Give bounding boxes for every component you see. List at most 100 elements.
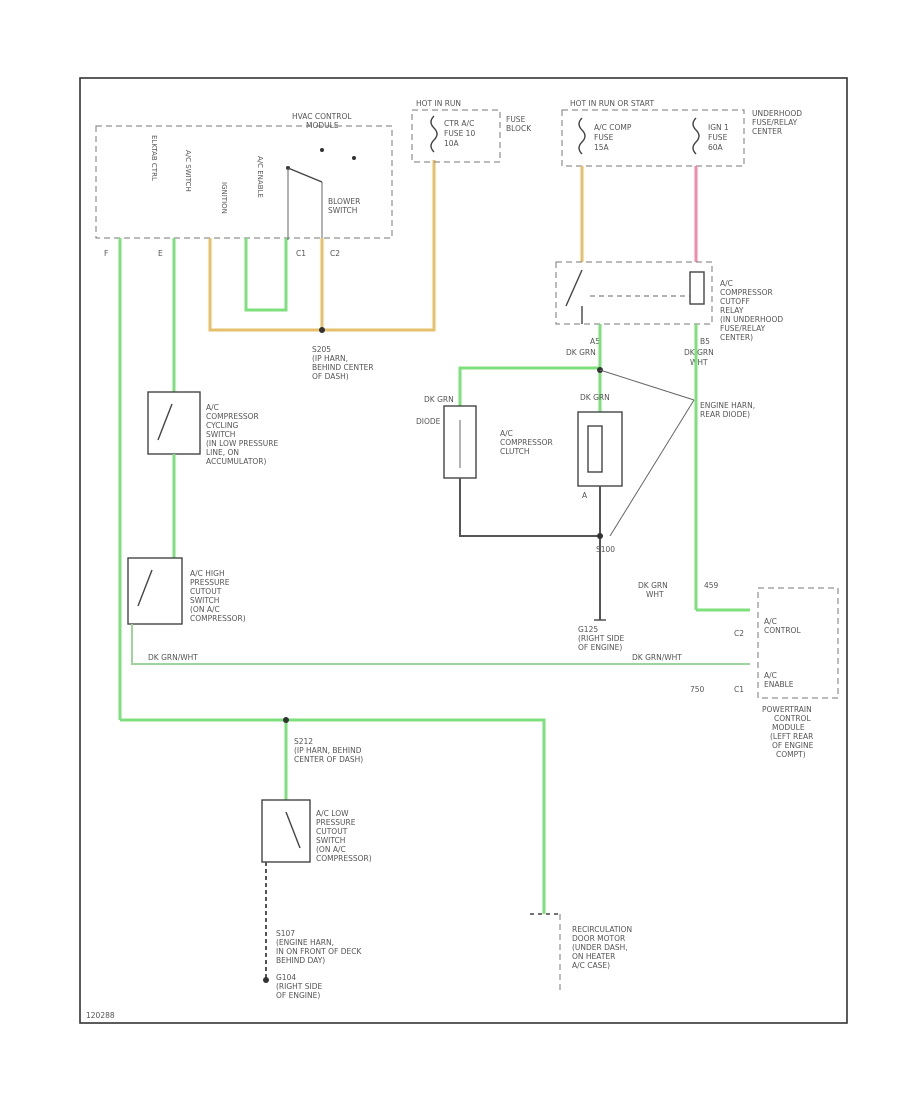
relay-label-4: RELAY <box>720 306 744 315</box>
fuse-a-symbol <box>430 115 438 153</box>
leader-s100 <box>609 399 695 537</box>
low-label-1: A/C LOW <box>316 809 349 818</box>
fuse-a-label-3: 10A <box>444 139 460 148</box>
wire-relay-to-diode <box>458 324 602 406</box>
clutch-body <box>577 411 623 487</box>
recirc-label-1: RECIRCULATION <box>572 925 632 934</box>
low-label-2: PRESSURE <box>316 818 356 827</box>
clutch-label-3: CLUTCH <box>500 447 530 456</box>
pcm-label-6: COMPT) <box>776 750 806 759</box>
high-label-3: CUTOUT <box>190 587 222 596</box>
splice-s100-label: S100 <box>596 545 615 554</box>
g104-label-3: OF ENGINE) <box>276 991 320 1000</box>
wire-high-to-pcm <box>131 624 750 665</box>
fuse-c-label-2: FUSE <box>708 133 728 142</box>
splice-s212-label-3: CENTER OF DASH) <box>294 755 363 764</box>
high-label-6: COMPRESSOR) <box>190 614 246 623</box>
relay-pin-a5: A5 <box>590 337 600 346</box>
diagram-frame <box>79 77 848 1024</box>
cycling-label-4: SWITCH <box>206 430 235 439</box>
relay-label-2: COMPRESSOR <box>720 288 773 297</box>
underhood-label-3: CENTER <box>752 127 782 136</box>
pcm-pin-label-2: CONTROL <box>764 626 801 635</box>
fuse-c-symbol <box>692 117 700 155</box>
relay-label-6: FUSE/RELAY <box>720 324 766 333</box>
clutch-pin-a: A <box>582 491 588 500</box>
wire-459-label: 459 <box>704 581 719 590</box>
splice-s205-label-2: (IP HARN, <box>312 354 348 363</box>
splice-s205-label-3: BEHIND CENTER <box>312 363 374 372</box>
fuse-b-symbol <box>578 117 586 155</box>
wire-bot-right-label: DK GRN/WHT <box>632 653 682 662</box>
cycling-label-5: (IN LOW PRESSURE <box>206 439 278 448</box>
recirc-label-3: (UNDER DASH, <box>572 943 628 952</box>
splice-s100-dot <box>597 533 603 539</box>
relay-label-7: CENTER) <box>720 333 753 342</box>
high-label-4: SWITCH <box>190 596 219 605</box>
cycling-switch-contact <box>157 403 173 441</box>
g104-label-2: (RIGHT SIDE <box>276 982 323 991</box>
pcm-pin-label-4: ENABLE <box>764 680 794 689</box>
pcm-label-2: CONTROL <box>774 714 811 723</box>
blower-switch-label-1: BLOWER <box>328 197 360 206</box>
wire-dkgrn-label-2: WHT <box>646 590 664 599</box>
cycling-label-6: LINE, ON <box>206 448 239 457</box>
pcm-750-label: 750 <box>690 685 705 694</box>
hvac-pin-id-c2: C2 <box>330 249 340 258</box>
pcm-pin-label-3: A/C <box>764 671 777 680</box>
fuse-c-label-1: IGN 1 <box>708 123 729 132</box>
hvac-module-label-1: HVAC CONTROL <box>292 112 352 121</box>
relay-label-3: CUTOFF <box>720 297 750 306</box>
low-label-6: COMPRESSOR) <box>316 854 372 863</box>
cycling-switch-box <box>147 391 201 455</box>
splice-s107-dot <box>263 977 269 983</box>
low-switch-contact <box>285 811 301 849</box>
wire-to-recirc <box>120 718 546 914</box>
s107-label-1: S107 <box>276 929 295 938</box>
low-label-3: CUTOUT <box>316 827 348 836</box>
hvac-pin-ignition: IGNITION <box>220 182 228 214</box>
relay-pin-a5-wire: DK GRN <box>566 348 596 357</box>
pcm-pin-c2: C2 <box>734 629 744 638</box>
s107-label-2: (ENGINE HARN, <box>276 938 334 947</box>
fuse-c-label-3: 60A <box>708 143 724 152</box>
high-label-1: A/C HIGH <box>190 569 225 578</box>
clutch-label-2: COMPRESSOR <box>500 438 553 447</box>
diode-wire-label: DK GRN <box>424 395 454 404</box>
pcm-pin-label-1: A/C <box>764 617 777 626</box>
engine-harn-rear-label-2: REAR DIODE) <box>700 410 750 419</box>
clutch-coil <box>587 425 603 473</box>
wire-dkgrn-label-1: DK GRN <box>638 581 668 590</box>
pcm-pin-c1: C1 <box>734 685 744 694</box>
clutch-wire-label: DK GRN <box>580 393 610 402</box>
fuse-block-label-1: FUSE <box>506 115 526 124</box>
low-label-5: (ON A/C <box>316 845 346 854</box>
g104-label-1: G104 <box>276 973 296 982</box>
relay-label-5: (IN UNDERHOOD <box>720 315 783 324</box>
hot-run-start-label: HOT IN RUN OR START <box>570 99 654 108</box>
pcm-label-1: POWERTRAIN <box>762 705 812 714</box>
s107-label-4: BEHIND DAY) <box>276 956 325 965</box>
underhood-fuse-box <box>561 109 745 167</box>
underhood-label-2: FUSE/RELAY <box>752 118 798 127</box>
leader-diode-rear <box>599 369 695 401</box>
high-label-2: PRESSURE <box>190 578 230 587</box>
fuse-a-label-2: FUSE 10 <box>444 129 475 138</box>
fuse-b-label-1: A/C COMP <box>594 123 632 132</box>
hvac-pin-ac-enable: A/C ENABLE <box>256 156 264 198</box>
fuse-b-label-3: 15A <box>594 143 610 152</box>
recirc-label-5: A/C CASE) <box>572 961 610 970</box>
cycling-label-7: ACCUMULATOR) <box>206 457 267 466</box>
diode-label: DIODE <box>416 417 441 426</box>
splice-s212-label-1: S212 <box>294 737 313 746</box>
ground-g125-label-2: (RIGHT SIDE <box>578 634 625 643</box>
splice-s212-label-2: (IP HARN, BEHIND <box>294 746 362 755</box>
clutch-label-1: A/C <box>500 429 513 438</box>
hvac-pin-id-f: F <box>104 249 108 258</box>
fuse-block-hot-label: HOT IN RUN <box>416 99 461 108</box>
blower-switch-label-2: SWITCH <box>328 206 357 215</box>
hvac-pin-elktab: ELKTAB CTRL <box>150 135 158 181</box>
hvac-pin-id-e: E <box>158 249 163 258</box>
